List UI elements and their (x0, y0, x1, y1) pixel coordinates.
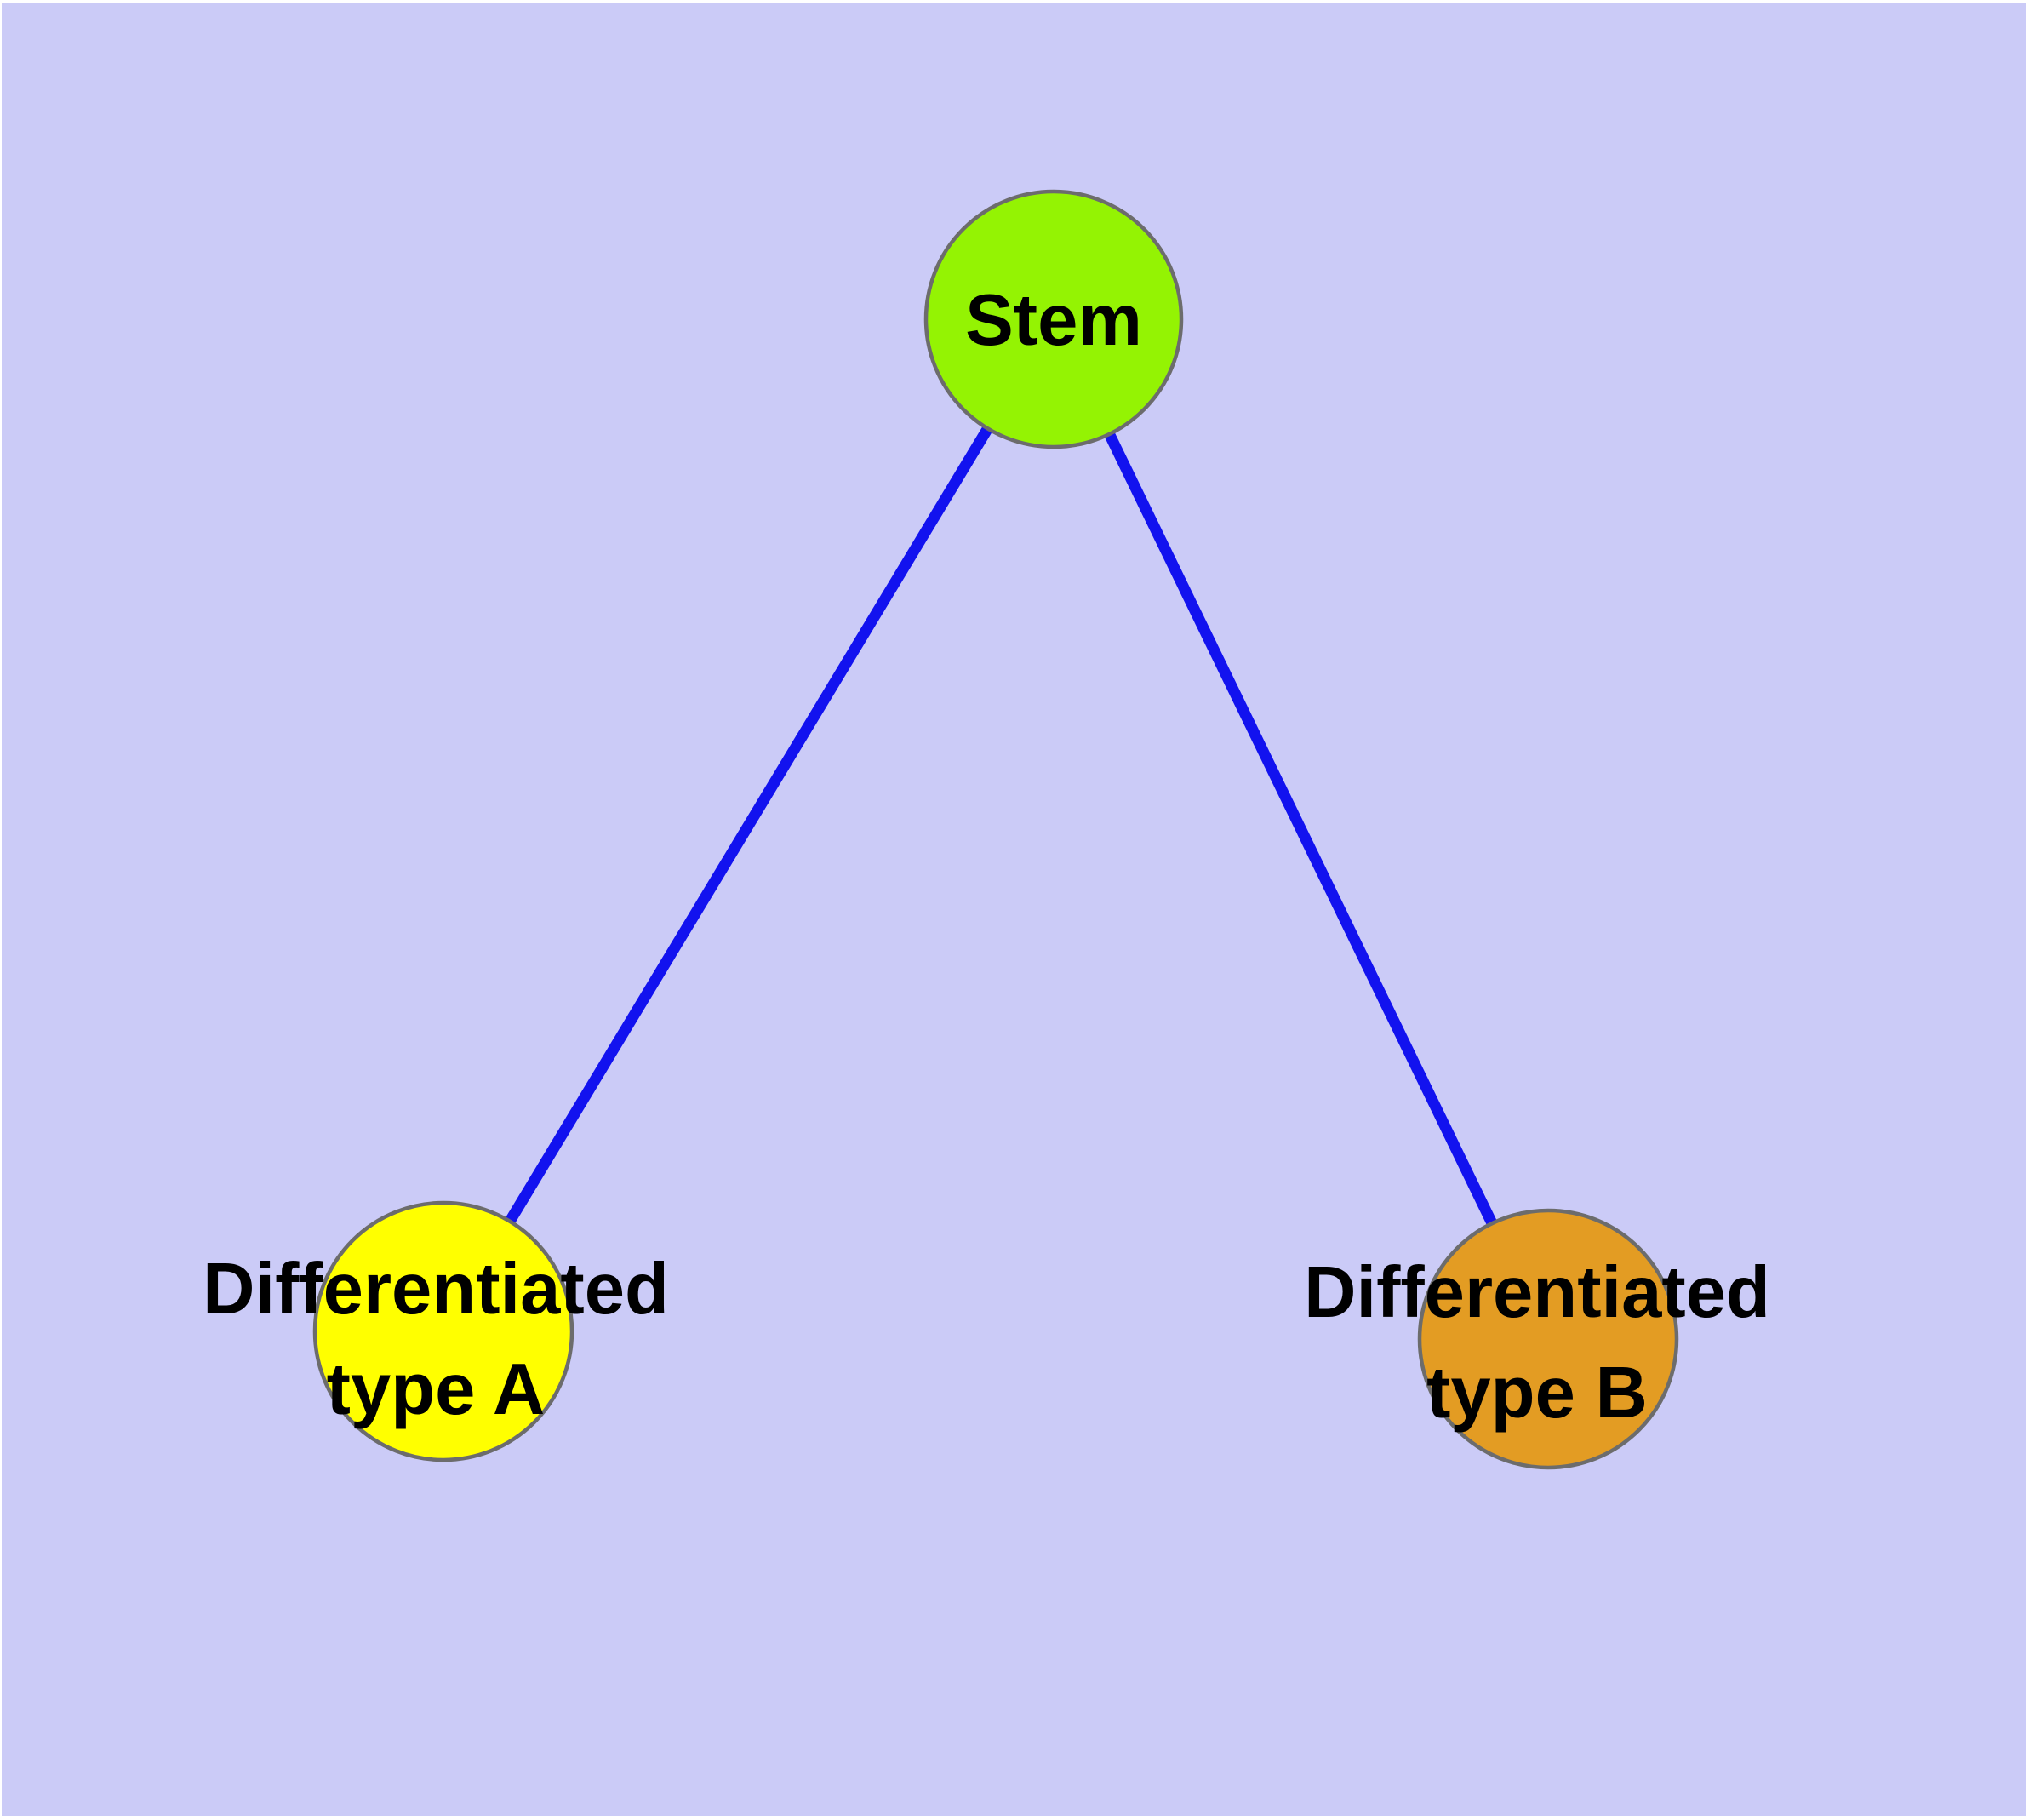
node-stem-label: Stem (965, 271, 1142, 371)
edge-stem-to-type-b (1049, 317, 1553, 1342)
node-type-b-label-line2: type B (1426, 1353, 1648, 1434)
node-type-a-label: Differentiated type A (203, 1239, 669, 1440)
node-type-a-circle (312, 1200, 574, 1462)
node-type-a-label-line1: Differentiated (203, 1249, 669, 1330)
edge-stem-to-type-a (438, 316, 1059, 1335)
node-stem-circle (923, 189, 1184, 449)
node-type-b-label-line1: Differentiated (1304, 1252, 1770, 1333)
node-type-b-label: Differentiated type B (1304, 1243, 1770, 1444)
node-type-a-label-line2: type A (326, 1349, 546, 1430)
node-type-b-circle (1417, 1208, 1679, 1470)
node-stem-label-text: Stem (965, 280, 1142, 361)
